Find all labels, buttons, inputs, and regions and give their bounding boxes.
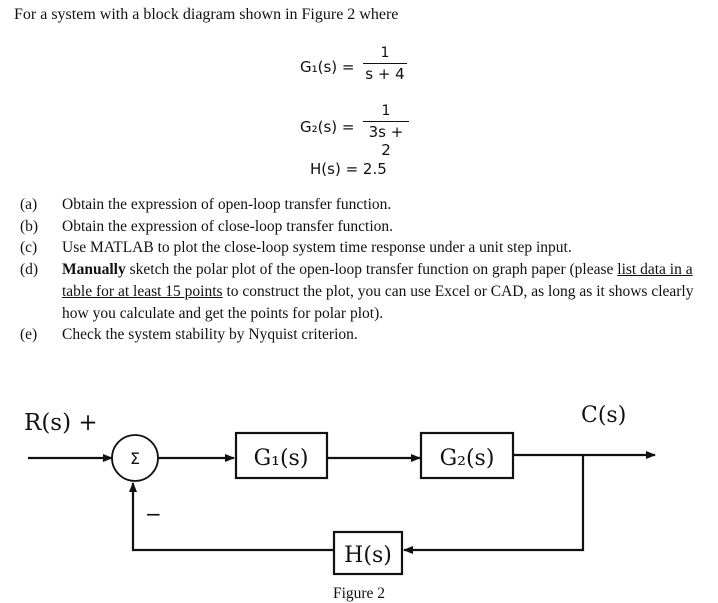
task-label: (e) xyxy=(20,326,38,344)
task-d-text-2: to construct the plot, you can use Excel… xyxy=(62,282,694,322)
task-c: (c) Use MATLAB to plot the close-loop sy… xyxy=(20,237,710,259)
task-label: (b) xyxy=(20,217,39,235)
summing-junction-circle xyxy=(111,434,159,482)
summing-junction: Σ xyxy=(111,434,159,482)
task-d-text-1: sketch the polar plot of the open-loop t… xyxy=(125,261,618,279)
block-h-label: H(s) xyxy=(344,543,392,568)
task-text: Use MATLAB to plot the close-loop system… xyxy=(62,239,572,257)
block-g1: G₁(s) xyxy=(234,431,329,480)
task-d-underlined: list data in a table for at least 15 poi… xyxy=(62,261,693,300)
output-label: C(s) xyxy=(581,403,626,428)
equation-g2-fraction: 1 3s + 2 xyxy=(363,102,409,159)
task-text: Check the system stability by Nyquist cr… xyxy=(62,326,358,344)
task-label: (d) xyxy=(20,261,39,279)
task-d-emphasis: Manually xyxy=(62,261,126,279)
equation-h-text: H(s) = 2.5 xyxy=(310,160,387,178)
problem-intro: For a system with a block diagram shown … xyxy=(14,6,399,23)
block-h-box xyxy=(332,530,404,576)
task-text: Obtain the expression of open-loop trans… xyxy=(62,196,392,213)
feedback-minus-sign: − xyxy=(145,502,162,526)
task-d: (d) Manually sketch the polar plot of th… xyxy=(20,259,710,324)
block-g2: G₂(s) xyxy=(419,431,515,480)
feedback-path-right xyxy=(403,455,585,554)
equation-g2-denominator: 3s + 2 xyxy=(368,123,404,159)
task-label: (c) xyxy=(20,239,38,257)
input-label: R(s) + xyxy=(24,410,98,436)
summing-symbol: Σ xyxy=(130,449,140,468)
block-g2-label: G₂(s) xyxy=(440,446,495,471)
task-list: (a) Obtain the expression of open-loop t… xyxy=(20,194,710,346)
equation-g1-denominator: s + 4 xyxy=(365,65,405,83)
fraction-bar xyxy=(363,63,407,64)
task-text: Obtain the expression of close-loop tran… xyxy=(62,217,394,235)
figure-caption: Figure 2 xyxy=(333,585,385,602)
feedback-path-left xyxy=(129,482,333,552)
block-g1-box xyxy=(234,431,329,480)
signal-lines xyxy=(28,451,656,554)
equation-g1-numerator: 1 xyxy=(380,45,390,61)
equation-g1-fraction: 1 s + 4 xyxy=(363,44,407,83)
equation-g2-lhs: G₂(s) = xyxy=(300,118,355,136)
task-a: (a) Obtain the expression of open-loop t… xyxy=(20,194,710,216)
block-g2-box xyxy=(419,431,515,480)
task-e: (e) Check the system stability by Nyquis… xyxy=(20,324,710,346)
block-h: H(s) xyxy=(332,530,404,576)
task-label: (a) xyxy=(20,196,38,213)
task-b: (b) Obtain the expression of close-loop … xyxy=(20,216,710,238)
equation-g1-lhs: G₁(s) = xyxy=(300,58,355,76)
block-g1-label: G₁(s) xyxy=(254,446,309,471)
fraction-bar xyxy=(363,121,409,122)
equation-g2-numerator: 1 xyxy=(381,103,391,119)
